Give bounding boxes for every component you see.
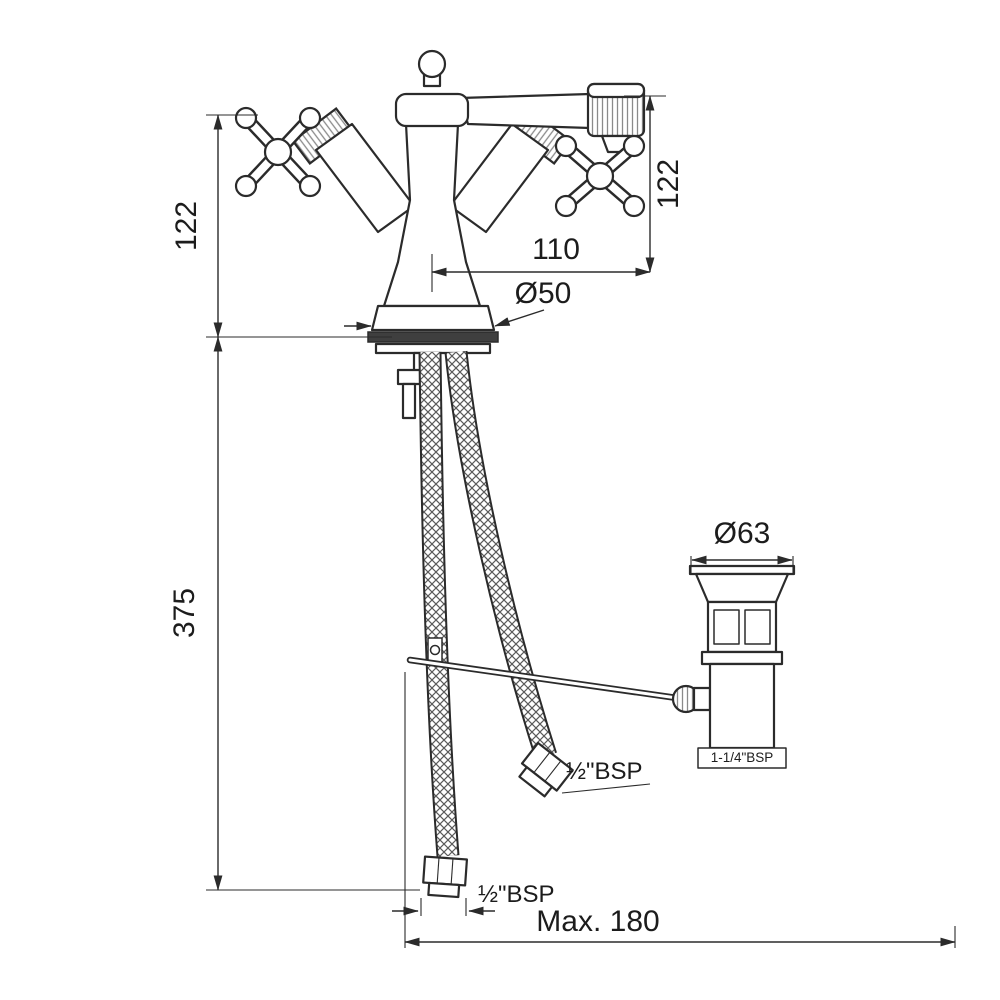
pop-up-waste: 1-1/4"BSP xyxy=(671,564,796,769)
dim-hose-drop-label: 375 xyxy=(168,588,201,638)
dim-base-diameter: Ø50 xyxy=(344,277,572,331)
right-valve-body xyxy=(448,122,550,234)
dim-height-left-label: 122 xyxy=(170,201,203,251)
hose-nut-lower xyxy=(422,855,469,899)
dim-max-distance-label: Max. 180 xyxy=(536,905,659,938)
flexible-hose-left xyxy=(418,351,460,857)
flexible-hose-right xyxy=(444,350,557,760)
dim-width-top-label: 110 xyxy=(532,233,580,266)
hose-thread-upper-label: ½"BSP xyxy=(566,758,643,785)
waste-thread-label: 1-1/4"BSP xyxy=(711,750,774,765)
waste-thread-label-box xyxy=(697,747,787,769)
top-knob xyxy=(417,49,447,88)
left-valve-body xyxy=(314,122,416,234)
pop-up-rod-horizontal xyxy=(406,637,688,703)
spout-arm xyxy=(458,92,592,130)
faucet-assembly xyxy=(234,49,646,420)
dim-max-distance: Max. 180 xyxy=(404,672,956,948)
dim-base-diameter-label: Ø50 xyxy=(515,277,572,310)
dim-height-right: 122 xyxy=(624,95,685,273)
dimensions: 122 375 122 110 Ø50 xyxy=(168,95,956,948)
label-hose-thread-upper: ½"BSP xyxy=(561,758,651,794)
hose-nut-upper xyxy=(518,741,574,798)
dim-height-right-label: 122 xyxy=(652,159,685,209)
right-cross-handle xyxy=(554,134,646,218)
dim-height-left: 122 xyxy=(170,114,392,338)
dim-width-top: 110 xyxy=(431,233,651,292)
dim-waste-diameter-label: Ø63 xyxy=(714,517,771,550)
dim-hose-drop: 375 xyxy=(168,336,420,891)
dim-waste-diameter: Ø63 xyxy=(690,517,794,574)
spray-nozzle xyxy=(586,82,646,154)
left-cross-handle xyxy=(234,106,322,198)
label-hose-thread-lower: ½"BSP xyxy=(392,881,555,916)
mixer-head xyxy=(394,92,470,128)
hose-thread-lower-label: ½"BSP xyxy=(478,881,555,908)
